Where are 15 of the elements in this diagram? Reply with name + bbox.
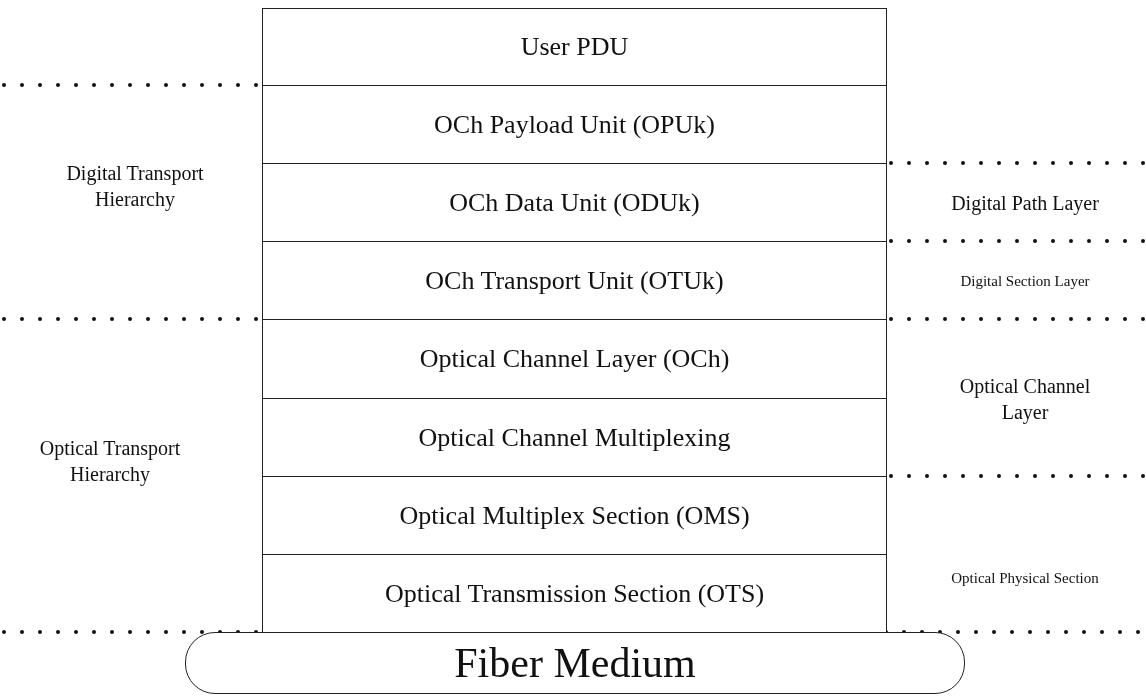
layer-label: Digital Transport Hierarchy [65,161,205,212]
layer-label: Optical Physical Section [950,569,1100,588]
layer-label: Digital Path Layer [950,191,1100,216]
medium-pill: Fiber Medium [185,632,965,694]
layer-label: Digital Section Layer [959,272,1091,291]
layer-box: Optical Transmission Section (OTS) [262,554,887,633]
layer-box: OCh Payload Unit (OPUk) [262,85,887,164]
layer-box: Optical Channel Layer (OCh) [262,319,887,399]
layer-label: Optical Transport Hierarchy [38,436,182,487]
layer-box: User PDU [262,8,887,86]
layer-label: Optical Channel Layer [958,374,1092,425]
layer-box: Optical Multiplex Section (OMS) [262,476,887,555]
layer-box: Optical Channel Multiplexing [262,398,887,477]
layer-box: OCh Data Unit (ODUk) [262,163,887,242]
layer-box: OCh Transport Unit (OTUk) [262,241,887,320]
